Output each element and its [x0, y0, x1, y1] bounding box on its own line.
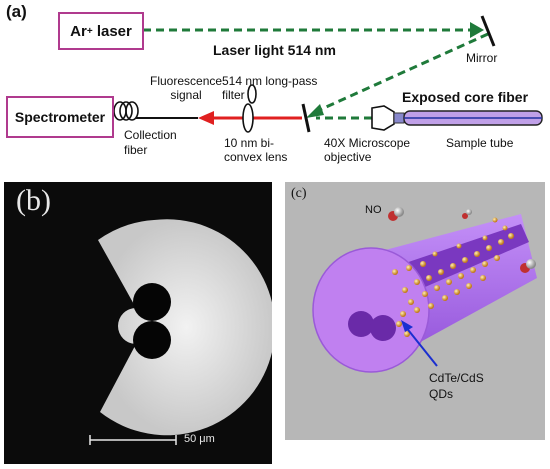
biconvex-lens [242, 103, 254, 133]
fiber-hole-upper [133, 283, 171, 321]
spectrometer-label: Spectrometer [14, 109, 106, 125]
fiber-cross-section [89, 219, 272, 445]
laser-superscript: + [86, 25, 93, 37]
qd-pointer-arrowhead [401, 320, 413, 332]
quantum-dots [392, 217, 514, 337]
laser-name: Ar [70, 22, 87, 40]
collection-fiber-label: Collection fiber [124, 128, 177, 158]
mirror-label: Mirror [466, 51, 498, 65]
filter-label: 514 nm long-pass filter [222, 74, 317, 102]
lens-label: 10 nm bi- convex lens [224, 136, 287, 164]
mirror [480, 15, 496, 47]
no-molecules [388, 207, 536, 273]
scale-label: 50 μm [184, 433, 215, 445]
panel-b-tag: (b) [16, 184, 51, 217]
filter-line2: filter [222, 88, 245, 102]
objective-line1: 40X Microscope [324, 136, 411, 150]
fluorescence-line1: Fluorescence [150, 74, 223, 88]
mirror-beam-arrowhead [306, 104, 324, 118]
collection-line1: Collection [124, 128, 177, 142]
panel-b-micrograph: (b) 50 μm [4, 182, 272, 464]
exposed-core-label: Exposed core fiber [402, 89, 529, 105]
objective-label: 40X Microscope objective [324, 136, 410, 164]
fiber-3d-model [312, 207, 537, 373]
front-hole-right [370, 315, 396, 341]
panel-c-tag: (c) [291, 186, 307, 201]
fiber-front-rim [312, 247, 430, 373]
laser-light-label: Laser light 514 nm [213, 42, 336, 58]
fluorescence-line2: signal [170, 88, 202, 102]
laser-suffix: laser [92, 22, 132, 40]
front-hole-left [348, 311, 374, 337]
dichroic-mirror [301, 103, 311, 133]
laser-beam-arrowhead [470, 22, 484, 38]
qd-label: CdTe/CdS QDs [429, 370, 484, 402]
collection-line2: fiber [124, 143, 148, 157]
ar-laser-box: Ar+ laser [58, 12, 144, 50]
fluorescence-arrowhead [198, 111, 214, 125]
fiber-front-face [313, 248, 429, 372]
lens-line1: 10 nm bi- [224, 136, 275, 150]
qd-pointer-arrow [404, 325, 438, 367]
panel-c-illustration: (c) NO CdTe/CdS QDs [285, 182, 545, 440]
fiber-hole-lower [133, 321, 171, 359]
collection-fiber-coil [113, 101, 139, 121]
no-label: NO [365, 204, 382, 216]
lens-line2: convex lens [224, 150, 288, 164]
sample-tube-label: Sample tube [446, 136, 514, 150]
mirror-to-dichroic-beam [314, 32, 489, 114]
microscope-objective [371, 105, 395, 131]
fiber-connector [393, 112, 405, 124]
filter-line1: 514 nm long-pass [222, 74, 318, 88]
objective-line2: objective [324, 150, 372, 164]
qd-line2: QDs [429, 387, 453, 401]
spectrometer-box: Spectrometer [6, 96, 114, 138]
fiber-cladding [98, 219, 272, 436]
long-pass-filter [247, 84, 257, 104]
qd-line1: CdTe/CdS [429, 371, 484, 385]
fluorescence-label: Fluorescence signal [150, 74, 222, 102]
panel-a-diagram [110, 15, 543, 133]
panel-a-tag: (a) [6, 2, 27, 21]
